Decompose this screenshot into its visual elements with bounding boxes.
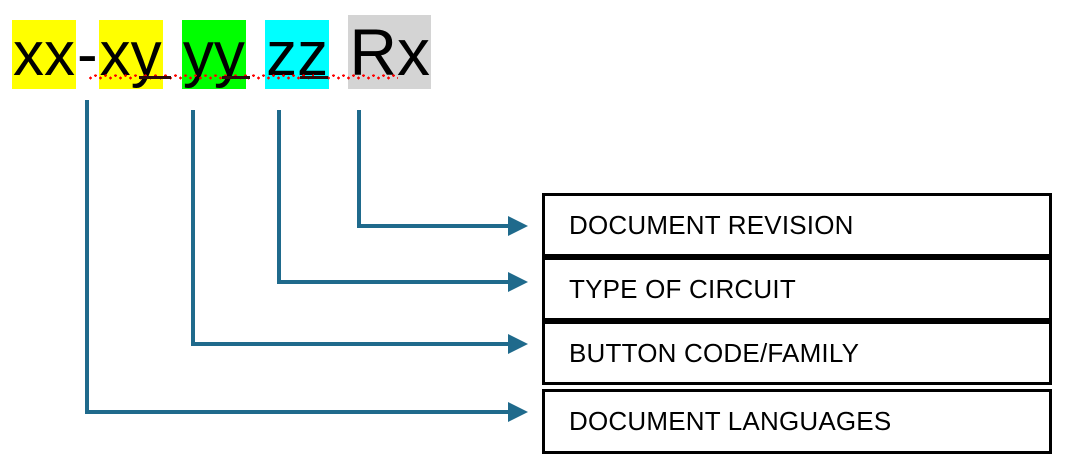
callout-label-type-of-circuit: TYPE OF CIRCUIT	[569, 273, 796, 304]
code-segment-xx[interactable]: xx	[12, 20, 76, 89]
connector-2-arrowhead	[508, 272, 528, 292]
callout-box-document-revision[interactable]: DOCUMENT REVISION	[542, 193, 1052, 257]
connector-4-horizontal	[85, 410, 510, 414]
connector-1-vertical	[357, 110, 361, 228]
connector-4-arrowhead	[508, 402, 528, 422]
connector-1-horizontal	[357, 224, 510, 228]
callout-box-type-of-circuit[interactable]: TYPE OF CIRCUIT	[542, 257, 1052, 321]
connector-3-horizontal	[191, 342, 510, 346]
callout-label-document-languages: DOCUMENT LANGUAGES	[569, 406, 892, 436]
document-code-line[interactable]: xx-xy yy zz Rx	[12, 14, 432, 93]
connector-2-vertical	[277, 110, 281, 284]
connector-4-vertical	[85, 100, 89, 414]
callout-label-document-revision: DOCUMENT REVISION	[569, 209, 854, 240]
spellcheck-underline-left	[88, 74, 188, 80]
code-underline-1	[139, 76, 171, 79]
code-underline-2	[222, 76, 250, 79]
connector-2-horizontal	[277, 280, 510, 284]
spellcheck-underline-zz	[246, 74, 314, 80]
connector-1-arrowhead	[508, 216, 528, 236]
callout-label-button-code-family: BUTTON CODE/FAMILY	[569, 337, 860, 368]
code-underline-3	[300, 76, 328, 79]
callout-box-document-languages[interactable]: DOCUMENT LANGUAGES	[542, 389, 1052, 454]
callout-box-button-code-family[interactable]: BUTTON CODE/FAMILY	[542, 321, 1052, 385]
connector-3-vertical	[191, 110, 195, 346]
connector-3-arrowhead	[508, 334, 528, 354]
code-segment-dash: -	[77, 20, 98, 89]
spellcheck-underline-mid	[168, 74, 250, 80]
spellcheck-underline-right	[326, 74, 398, 80]
